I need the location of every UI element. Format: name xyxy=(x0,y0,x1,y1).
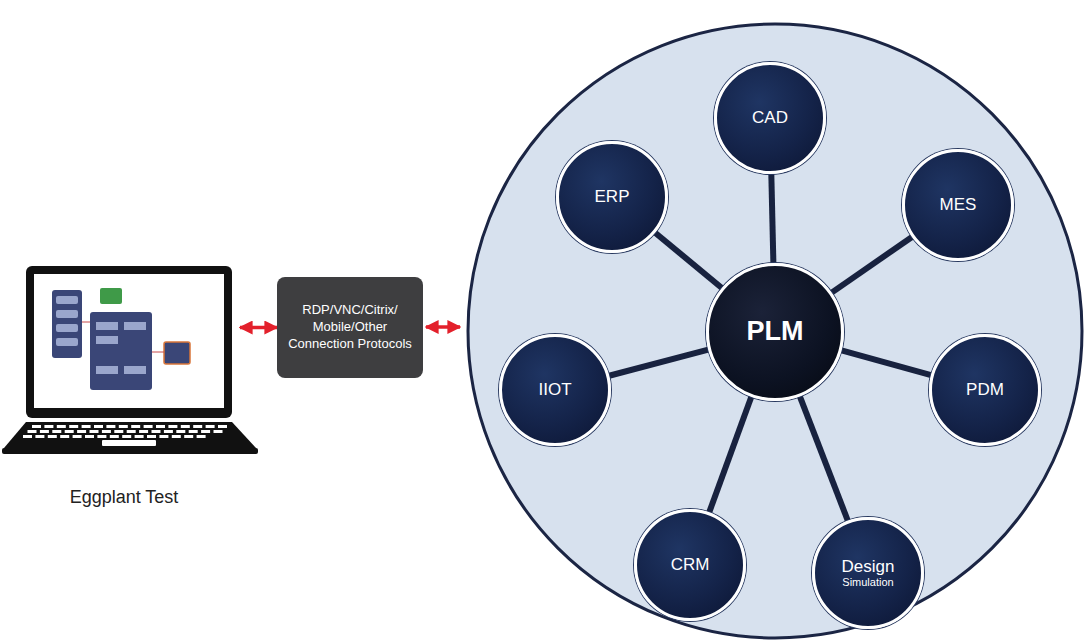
laptop-illustration xyxy=(2,262,264,462)
connection-arrow xyxy=(240,326,277,330)
spoke-line xyxy=(832,237,912,293)
hub-circle: PLM xyxy=(706,263,844,401)
node-label: PLM xyxy=(747,316,804,347)
spoke-line xyxy=(709,397,751,513)
node-label: IIOT xyxy=(538,380,571,400)
protocol-box: RDP/VNC/Citrix/ Mobile/Other Connection … xyxy=(277,277,423,378)
node-label: Eggplant Test xyxy=(8,487,240,508)
system-circle: ERP xyxy=(556,141,668,253)
system-boundary-circle xyxy=(468,24,1082,638)
node-label: MES xyxy=(940,195,977,215)
node-sublabel: Simulation xyxy=(842,576,893,589)
spoke-line xyxy=(655,233,722,288)
node-label: CRM xyxy=(671,555,710,575)
node-label: PDM xyxy=(966,380,1004,400)
spoke-line xyxy=(842,350,932,375)
spoke-line xyxy=(800,396,848,520)
node-label: RDP/VNC/Citrix/ Mobile/Other Connection … xyxy=(285,302,415,353)
system-circle: PDM xyxy=(929,334,1041,446)
spoke-line xyxy=(771,174,773,263)
system-circle: DesignSimulation xyxy=(812,517,924,629)
node-label: ERP xyxy=(595,187,630,207)
system-circle: CRM xyxy=(634,509,746,621)
node-label: CAD xyxy=(752,108,788,128)
spoke-line xyxy=(609,350,708,376)
laptop-node: Eggplant Test xyxy=(8,262,240,508)
system-circle: MES xyxy=(902,149,1014,261)
system-circle: CAD xyxy=(714,62,826,174)
connection-arrow xyxy=(426,325,460,329)
system-circle: IIOT xyxy=(499,334,611,446)
node-label: Design xyxy=(842,557,895,577)
